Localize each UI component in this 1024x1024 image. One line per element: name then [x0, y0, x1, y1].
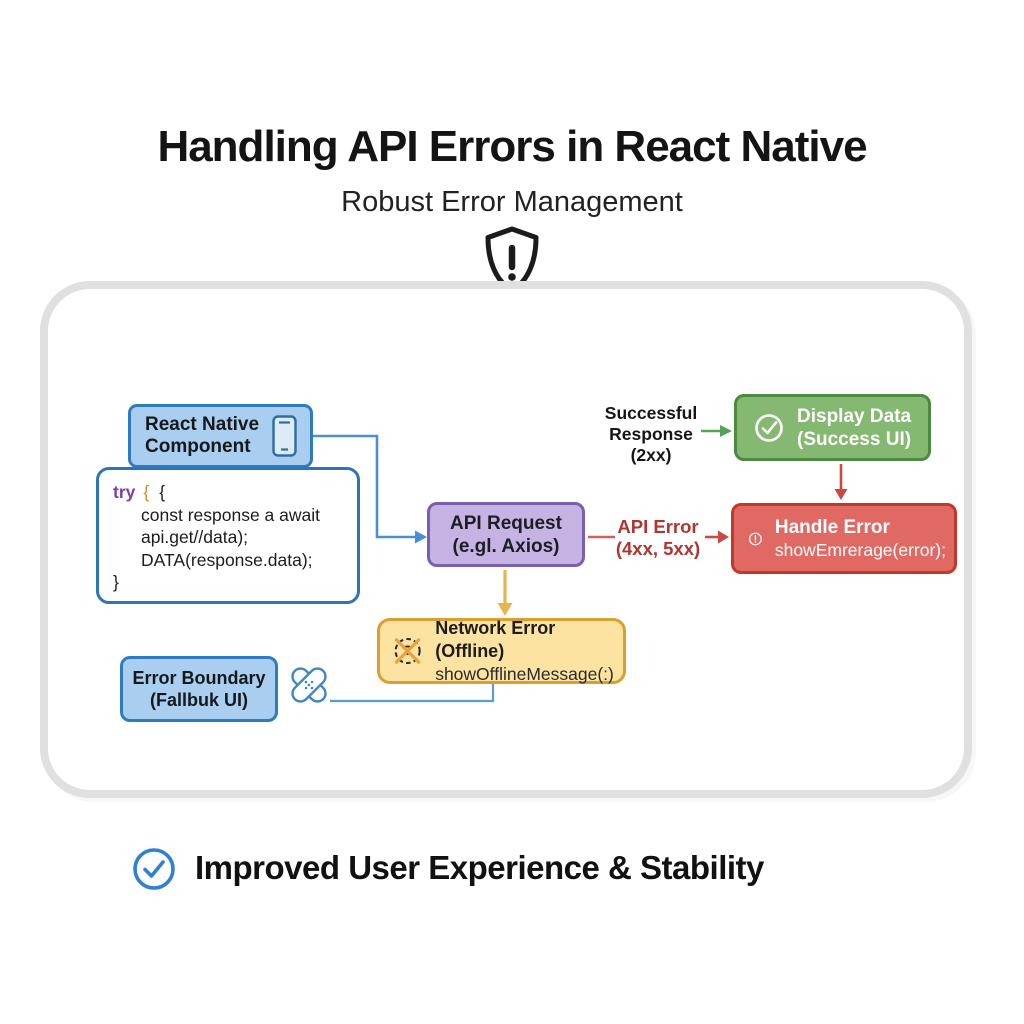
- react-native-component-label: React Native Component: [145, 414, 260, 457]
- api-request-box: API Request (e.gl. Axios): [427, 502, 585, 567]
- code-line-5: }: [113, 572, 119, 592]
- react-native-component-box: React Native Component: [128, 404, 313, 468]
- footer-check-icon: [133, 848, 175, 890]
- display-data-box: Display Data (Success UI): [734, 394, 931, 461]
- wifi-off-icon: [394, 637, 421, 665]
- alert-circle-icon: [749, 532, 762, 545]
- bandage-icon: [291, 667, 327, 703]
- code-line-3: api.get//data);: [141, 527, 249, 547]
- footer-benefit-text: Improved User Experience & Stability: [195, 849, 764, 886]
- network-error-label: Network Error (Offline) showOfflineMessa…: [435, 617, 614, 684]
- code-line-1: try{{: [113, 482, 166, 502]
- api-error-label: API Error (4xx, 5xx): [615, 516, 701, 559]
- smartphone-icon: [272, 415, 297, 457]
- handle-error-box: Handle Error showEmrerage(error);: [731, 503, 957, 574]
- check-circle-icon: [755, 413, 783, 442]
- page-subtitle: Robust Error Management: [341, 186, 683, 218]
- try-catch-code-block: try{{ const response a await api.get//da…: [96, 467, 360, 604]
- code-line-4: DATA(response.data);: [141, 549, 313, 570]
- handle-error-label: Handle Error showEmrerage(error);: [774, 516, 946, 560]
- network-error-box: Network Error (Offline) showOfflineMessa…: [377, 618, 626, 684]
- error-boundary-box: Error Boundary (Fallbuk UI): [120, 656, 278, 722]
- code-line-2: const response a await: [141, 504, 320, 525]
- display-data-label: Display Data (Success UI): [797, 405, 912, 450]
- successful-response-label: Successful Response (2xx): [604, 403, 698, 465]
- page-title: Handling API Errors in React Native: [157, 122, 867, 171]
